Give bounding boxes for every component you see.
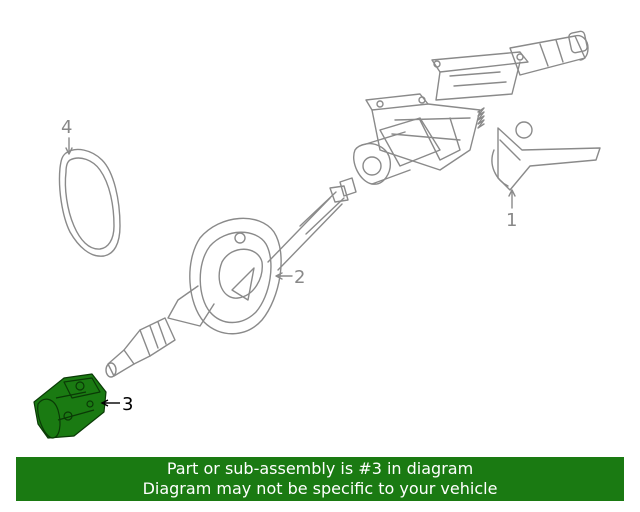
parts-diagram: 4 1 2 3 <box>33 30 601 439</box>
part-4-cover <box>58 148 121 257</box>
banner-line-1: Part or sub-assembly is #3 in diagram <box>166 459 474 478</box>
callout-4-label: 4 <box>61 117 72 138</box>
part-1-steering-column <box>353 30 601 191</box>
info-banner: Part or sub-assembly is #3 in diagram Di… <box>16 457 624 501</box>
callout-leaders <box>65 137 516 280</box>
callout-1-label: 1 <box>506 210 517 231</box>
banner-line-2: Diagram may not be specific to your vehi… <box>142 479 498 498</box>
callout-3-label: 3 <box>122 394 133 415</box>
part-2-intermediate-shaft <box>105 177 357 378</box>
callout-2-label: 2 <box>294 267 305 288</box>
part-3-universal-joint <box>33 373 107 439</box>
